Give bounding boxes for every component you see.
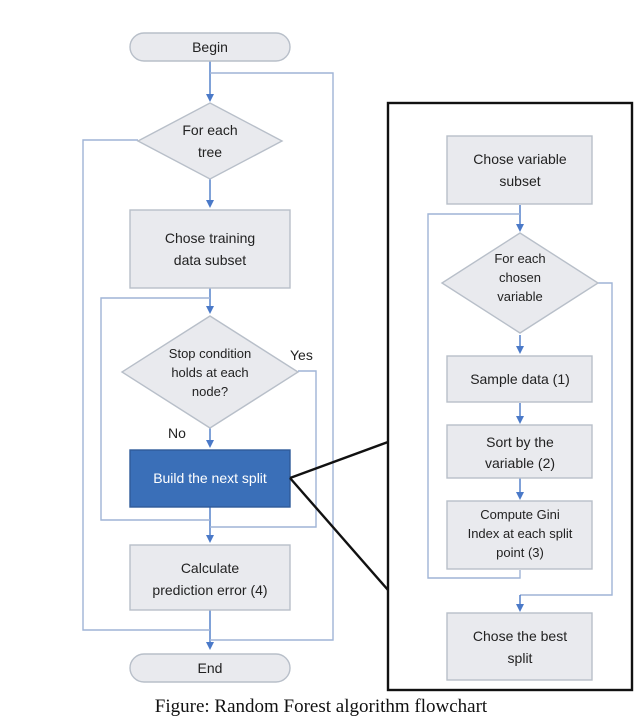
for-each-tree-line1: For each [182,122,237,138]
sort-by-line1: Sort by the [486,434,554,450]
chose-training-line1: Chose training [165,230,255,246]
calc-error-line1: Calculate [181,560,240,576]
build-split-label: Build the next split [153,470,267,486]
yes-label: Yes [290,347,313,363]
sample-data-label: Sample data (1) [470,371,570,387]
for-each-variable-decision [440,232,600,334]
figure-caption: Figure: Random Forest algorithm flowchar… [154,696,488,717]
begin-label: Begin [192,39,228,55]
compute-gini-line3: point (3) [496,545,544,560]
chose-variable-line2: subset [499,173,540,189]
chose-training-box [129,209,291,289]
sample-data-box [446,355,593,403]
compute-gini-line2: Index at each split [468,526,573,541]
for-each-variable-line1: For each [494,251,545,266]
sort-by-box [446,424,593,479]
chose-best-line1: Chose the best [473,628,567,644]
zoom-connector-lines [289,440,389,591]
stop-condition-line1: Stop condition [169,346,251,361]
right-connectors [427,205,613,612]
sort-by-line2: variable (2) [485,455,555,471]
stop-condition-line2: holds at each [171,365,248,380]
end-terminal [129,653,291,683]
end-label: End [198,660,223,676]
stop-condition-line3: node? [192,384,228,399]
chose-variable-line1: Chose variable [473,151,567,167]
for-each-variable-line2: chosen [499,270,541,285]
chose-training-line2: data subset [174,252,246,268]
for-each-tree-line2: tree [198,144,222,160]
chose-best-box [446,612,593,681]
calc-error-box [129,544,291,611]
build-split-box [129,449,291,508]
stop-condition-decision [120,315,300,429]
for-each-tree-decision [136,102,284,180]
compute-gini-line1: Compute Gini [480,507,560,522]
chose-best-line2: split [508,650,533,666]
compute-gini-box [446,500,593,570]
chose-variable-box [446,135,593,205]
left-connectors [82,60,334,650]
for-each-variable-line3: variable [497,289,543,304]
no-label: No [168,425,186,441]
calc-error-line2: prediction error (4) [152,582,267,598]
begin-terminal [129,32,291,62]
